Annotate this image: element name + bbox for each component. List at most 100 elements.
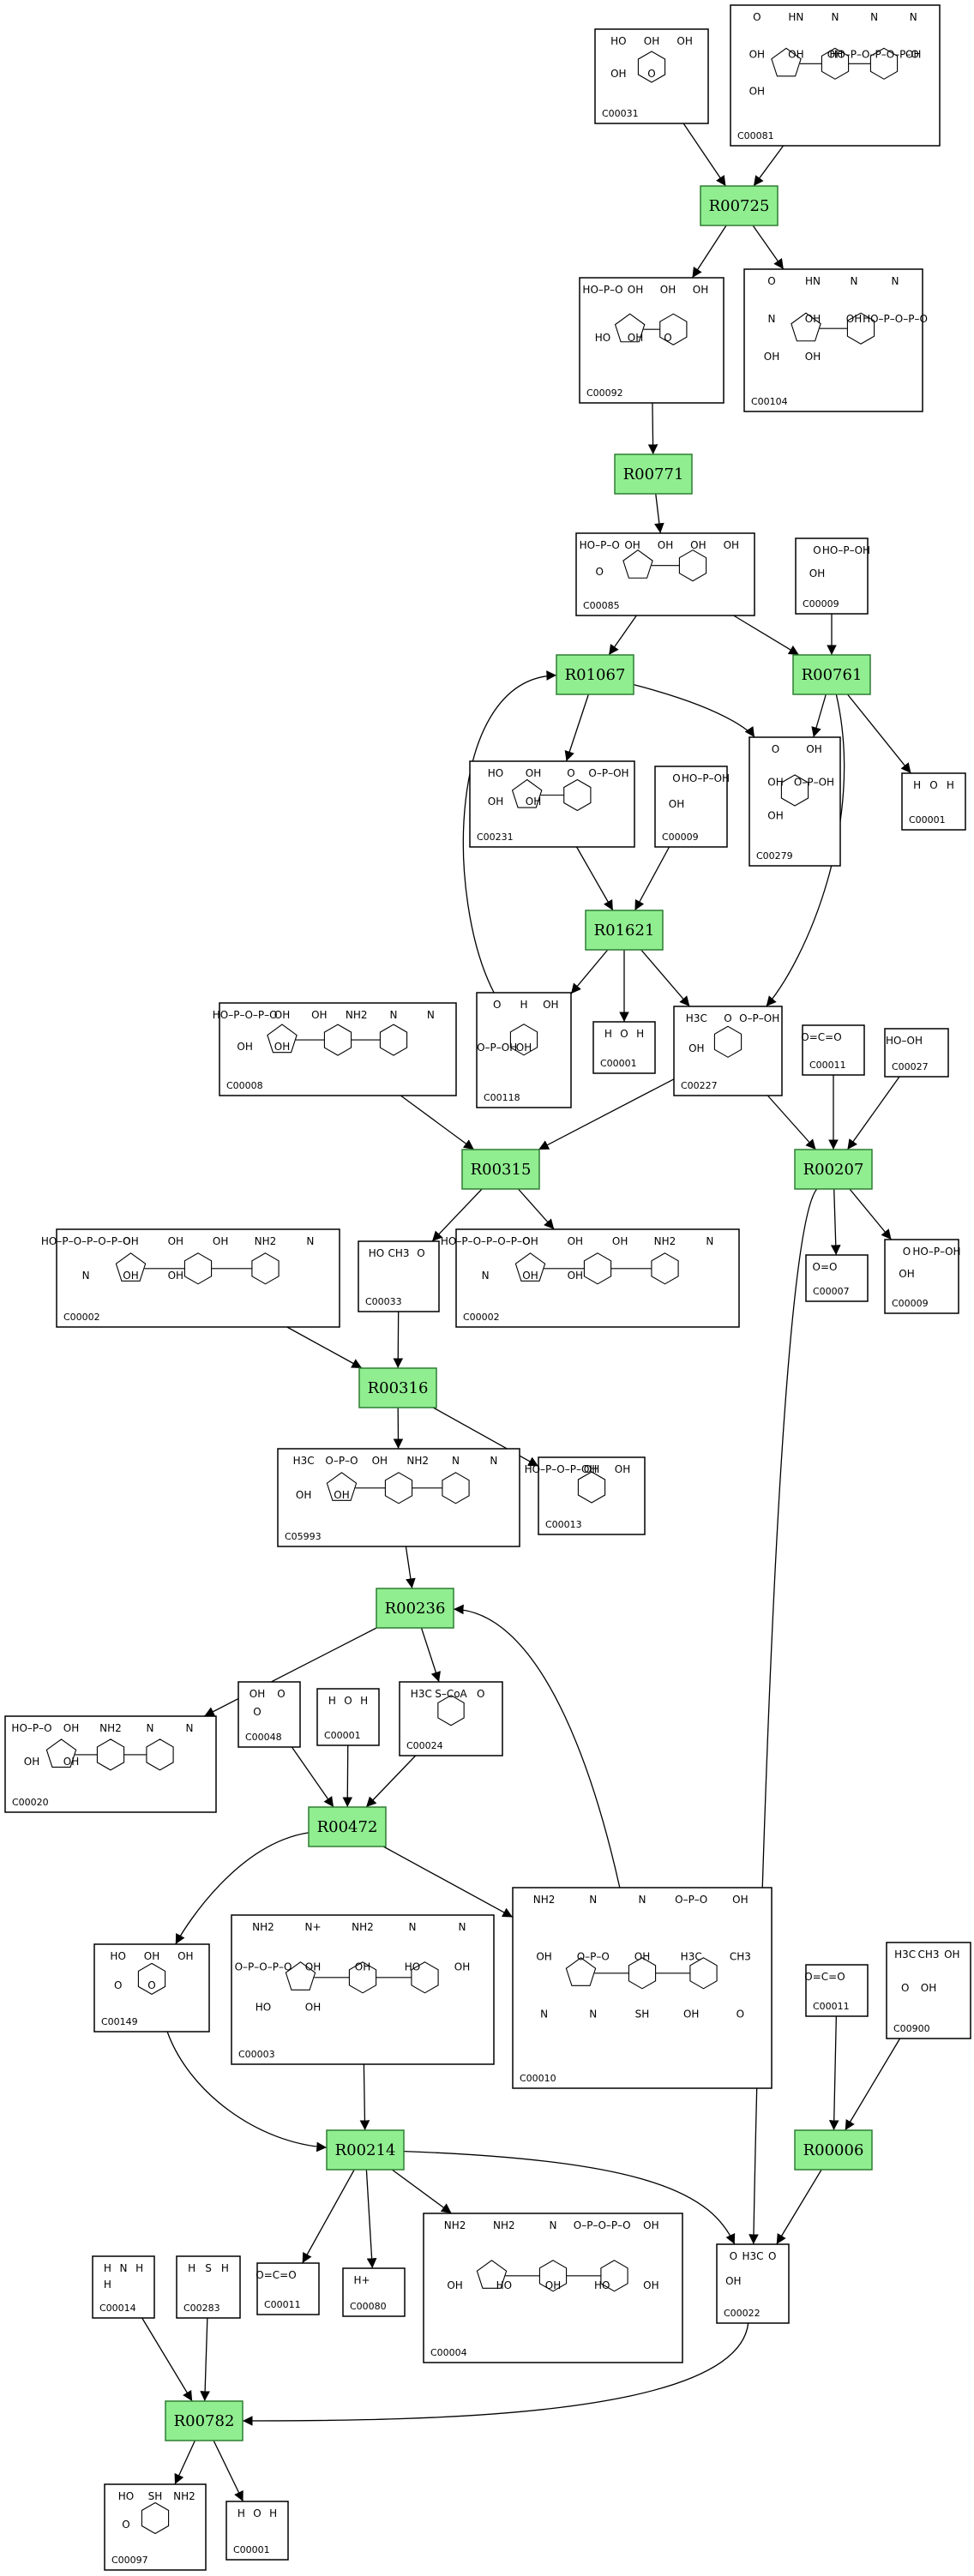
reaction-box[interactable] bbox=[792, 654, 871, 695]
reaction-node-r10[interactable]: R00472 bbox=[308, 1806, 387, 1847]
compound-box[interactable] bbox=[673, 1006, 783, 1096]
reaction-box[interactable] bbox=[556, 654, 634, 695]
compound-box[interactable] bbox=[231, 1914, 495, 2065]
reaction-node-r7[interactable]: R00207 bbox=[794, 1149, 873, 1190]
compound-box[interactable] bbox=[469, 760, 635, 848]
reaction-box[interactable] bbox=[308, 1806, 387, 1847]
compound-box[interactable] bbox=[579, 277, 724, 404]
compound-box[interactable] bbox=[56, 1228, 340, 1328]
reaction-node-r6[interactable]: R00315 bbox=[461, 1149, 540, 1190]
compound-box[interactable] bbox=[575, 532, 755, 616]
reaction-box[interactable] bbox=[794, 1149, 873, 1190]
reaction-box[interactable] bbox=[461, 1149, 540, 1190]
compound-box[interactable] bbox=[538, 1456, 646, 1535]
compound-box[interactable] bbox=[802, 1024, 865, 1076]
compound-box[interactable] bbox=[455, 1228, 740, 1328]
compound-box[interactable] bbox=[92, 2255, 155, 2319]
compound-box[interactable] bbox=[423, 2213, 683, 2363]
reaction-box[interactable] bbox=[585, 910, 664, 951]
compound-box[interactable] bbox=[886, 1942, 971, 2039]
compound-node-c36[interactable]: H+C00080 bbox=[342, 2267, 406, 2317]
compound-box[interactable] bbox=[654, 766, 728, 848]
compound-box[interactable] bbox=[749, 736, 841, 867]
compound-box[interactable] bbox=[805, 1964, 869, 2017]
compound-box[interactable] bbox=[476, 992, 572, 1108]
reaction-box[interactable] bbox=[376, 1588, 454, 1629]
compound-box[interactable] bbox=[176, 2255, 241, 2319]
compound-box[interactable] bbox=[4, 1715, 217, 1813]
compound-box[interactable] bbox=[342, 2267, 406, 2317]
compound-box[interactable] bbox=[277, 1448, 520, 1547]
reaction-box[interactable] bbox=[794, 2129, 873, 2171]
reaction-node-r3[interactable]: R01067 bbox=[556, 654, 634, 695]
reaction-box[interactable] bbox=[358, 1367, 437, 1408]
reaction-node-r4[interactable]: R00761 bbox=[792, 654, 871, 695]
compound-box[interactable] bbox=[884, 1239, 959, 1314]
compound-box[interactable] bbox=[743, 268, 923, 412]
reaction-node-r11[interactable]: R00214 bbox=[326, 2129, 405, 2171]
compound-box[interactable] bbox=[592, 1021, 656, 1074]
compound-box[interactable] bbox=[399, 1681, 503, 1756]
compound-box[interactable] bbox=[237, 1681, 301, 1748]
compound-box[interactable] bbox=[316, 1688, 380, 1746]
reaction-node-r9[interactable]: R00236 bbox=[376, 1588, 454, 1629]
compound-box[interactable] bbox=[512, 1887, 773, 2089]
compound-box[interactable] bbox=[805, 1254, 869, 1302]
reaction-node-r2[interactable]: R00771 bbox=[614, 453, 693, 495]
reaction-node-r13[interactable]: R00782 bbox=[165, 2400, 244, 2441]
compound-box[interactable] bbox=[225, 2501, 289, 2561]
compound-box[interactable] bbox=[594, 28, 709, 124]
compound-box[interactable] bbox=[358, 1240, 440, 1312]
compound-box[interactable] bbox=[716, 2243, 790, 2324]
reaction-node-r8[interactable]: R00316 bbox=[358, 1367, 437, 1408]
compound-box[interactable] bbox=[901, 772, 966, 831]
reaction-box[interactable] bbox=[614, 453, 693, 495]
reaction-box[interactable] bbox=[326, 2129, 405, 2171]
compound-box[interactable] bbox=[730, 4, 941, 147]
compound-box[interactable] bbox=[93, 1943, 210, 2033]
reaction-node-r12[interactable]: R00006 bbox=[794, 2129, 873, 2171]
compound-box[interactable] bbox=[884, 1028, 949, 1078]
reaction-node-r5[interactable]: R01621 bbox=[585, 910, 664, 951]
compound-box[interactable] bbox=[219, 1002, 457, 1096]
reaction-box[interactable] bbox=[165, 2400, 244, 2441]
compound-box[interactable] bbox=[795, 537, 869, 615]
